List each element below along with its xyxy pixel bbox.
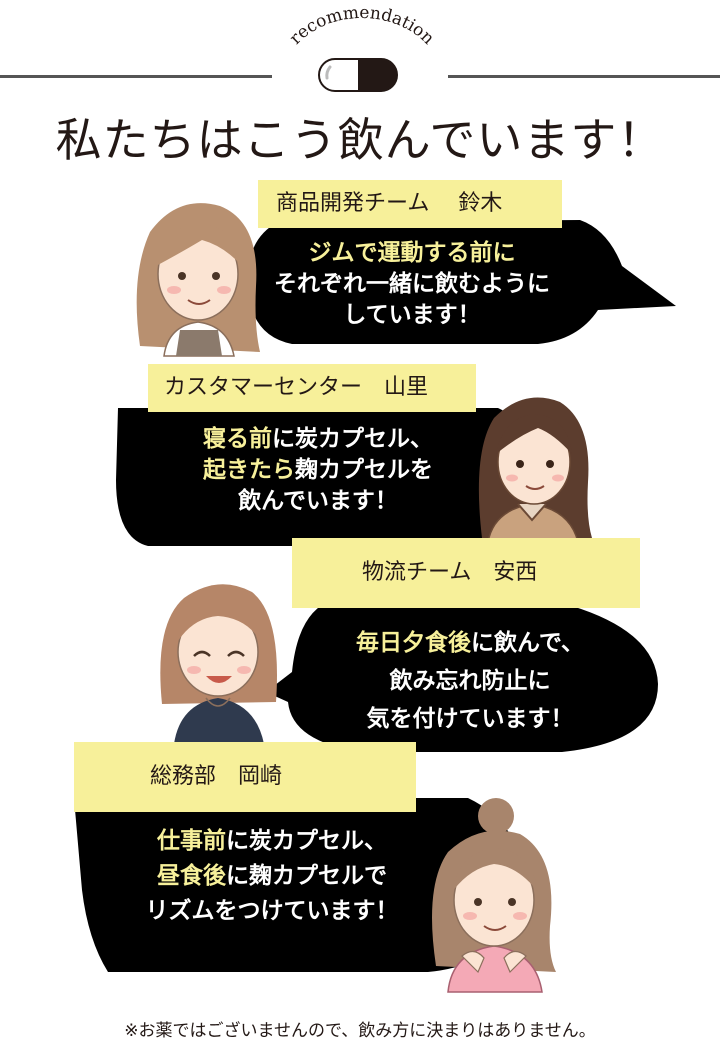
footnote: ※お薬ではございませんので、飲み方に決まりはありません。 — [124, 1021, 596, 1041]
staff-1-line-2: それぞれ一緒に飲むように — [274, 271, 550, 297]
staff-4-message: 仕事前に炭カプセル、 昼食後に麹カプセルで リズムをつけています！ — [92, 824, 452, 929]
header-rule-left — [0, 75, 272, 78]
staff-1-label: 商品開発チーム 鈴木 — [258, 180, 562, 228]
staff-1-portrait — [136, 203, 260, 357]
staff-1-team: 商品開発チーム — [276, 191, 430, 216]
staff-1-line-1: ジムで運動する前に — [308, 240, 516, 266]
staff-3-portrait — [160, 584, 277, 744]
header-rule-right — [448, 75, 720, 78]
staff-1-name: 鈴木 — [458, 191, 503, 216]
recommendation-arc-text: recommendation — [286, 8, 438, 49]
staff-4-team: 総務部 — [150, 764, 217, 789]
staff-1-line-3: しています！ — [343, 302, 481, 328]
staff-4-line-2: 昼食後に麹カプセルで — [157, 863, 387, 889]
staff-2-name: 山里 — [384, 375, 429, 400]
svg-text:recommendation: recommendation — [286, 8, 438, 49]
page-title: 私たちはこう飲んでいます！ — [55, 113, 665, 167]
staff-3-team: 物流チーム — [362, 560, 472, 585]
staff-4-line-3: リズムをつけています！ — [145, 898, 399, 924]
staff-3-line-1: 毎日夕食後に飲んで、 — [356, 630, 584, 656]
staff-3-label: 物流チーム 安西 — [292, 538, 640, 608]
staff-4-label: 総務部 岡崎 — [74, 742, 416, 812]
speech-bubble-3-bg — [266, 596, 658, 752]
header-tagline: recommendation — [286, 8, 438, 49]
staff-2-portrait — [478, 397, 592, 543]
capsule-icon — [318, 58, 398, 92]
staff-2-label: カスタマーセンター 山里 — [148, 364, 476, 412]
speech-bubble-4-bg — [74, 798, 536, 972]
staff-3-line-3: 気を付けています！ — [366, 706, 574, 732]
staff-4-name: 岡崎 — [238, 764, 283, 789]
staff-3-message: 毎日夕食後に飲んで、 飲み忘れ防止に 気を付けています！ — [300, 624, 640, 738]
speech-bubble-2-bg — [116, 408, 523, 546]
staff-1-message: ジムで運動する前に それぞれ一緒に飲むように しています！ — [252, 238, 572, 331]
staff-4-line-1: 仕事前に炭カプセル、 — [157, 828, 387, 854]
staff-3-name: 安西 — [493, 560, 538, 585]
staff-2-line-1: 寝る前に炭カプセル、 — [203, 426, 433, 452]
staff-4-portrait — [432, 798, 556, 993]
staff-2-line-3: 飲んでいます！ — [238, 488, 398, 514]
staff-2-line-2: 起きたら麹カプセルを — [203, 457, 433, 483]
staff-3-line-2: 飲み忘れ防止に — [389, 668, 551, 694]
staff-2-team: カスタマーセンター — [164, 375, 363, 400]
staff-2-message: 寝る前に炭カプセル、 起きたら麹カプセルを 飲んでいます！ — [168, 424, 468, 517]
speech-bubble-1-bg — [247, 220, 676, 344]
